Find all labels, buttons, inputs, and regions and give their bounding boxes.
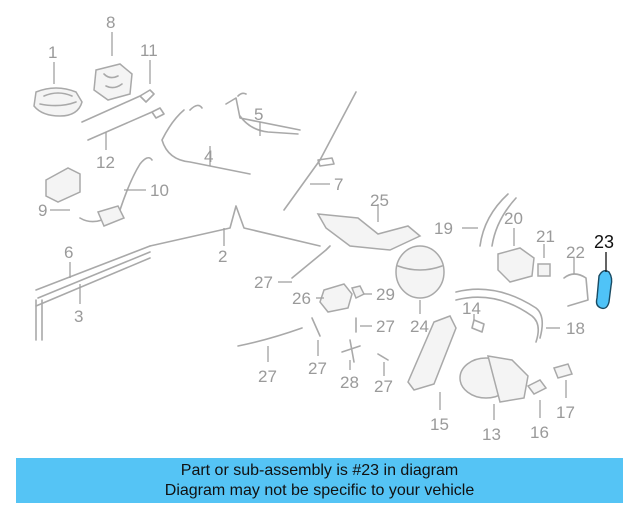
part-2: 2: [149, 205, 321, 266]
part-1: 1: [33, 43, 83, 117]
part-29: 29: [350, 285, 395, 304]
callout-1: 1: [48, 43, 57, 62]
callout-9: 9: [38, 201, 47, 220]
part-13: 13: [459, 355, 529, 444]
callout-5: 5: [254, 105, 263, 124]
callout-27-c: 27: [308, 359, 327, 378]
callout-27-a: 27: [254, 273, 273, 292]
part-18: 18: [455, 288, 585, 343]
callout-17: 17: [556, 403, 575, 422]
callout-14: 14: [462, 299, 481, 318]
part-20: 20: [497, 209, 535, 283]
callout-21: 21: [536, 227, 555, 246]
part-15: 15: [407, 315, 457, 434]
callout-26: 26: [292, 289, 311, 308]
part-5: 5: [225, 92, 301, 136]
callout-19: 19: [434, 219, 453, 238]
part-23: 23: [594, 232, 614, 310]
part-27-e: 27: [374, 353, 393, 396]
callout-8: 8: [106, 13, 115, 32]
part-17: 17: [552, 363, 575, 422]
callout-7: 7: [334, 175, 343, 194]
callout-4: 4: [204, 147, 213, 166]
banner-line-1: Part or sub-assembly is #23 in diagram: [180, 462, 459, 479]
part-4: 4: [161, 104, 251, 175]
part-27-d: 27: [355, 317, 395, 336]
callout-22: 22: [566, 243, 585, 262]
callout-27-b: 27: [258, 367, 277, 386]
callout-28: 28: [340, 373, 359, 392]
part-27-b: 27: [237, 327, 303, 386]
callout-6: 6: [64, 243, 73, 262]
part-25: 25: [316, 191, 422, 251]
part-14: 14: [462, 299, 485, 333]
callout-13: 13: [482, 425, 501, 444]
part-6: 6: [35, 243, 151, 307]
callout-20: 20: [504, 209, 523, 228]
callout-10: 10: [150, 181, 169, 200]
callout-27-d: 27: [376, 317, 395, 336]
callout-25: 25: [370, 191, 389, 210]
callout-3: 3: [74, 307, 83, 326]
callout-24: 24: [410, 317, 429, 336]
highlighted-part-23: [595, 269, 613, 310]
part-16: 16: [526, 379, 549, 442]
part-9: 9: [38, 167, 81, 220]
part-28: 28: [340, 339, 361, 392]
callout-15: 15: [430, 415, 449, 434]
part-8: 8: [93, 13, 133, 101]
part-19: 19: [434, 193, 517, 247]
part-7: 7: [283, 91, 357, 211]
part-27-a: 27: [254, 245, 331, 292]
callout-16: 16: [530, 423, 549, 442]
part-3: 3: [35, 284, 83, 341]
callout-11: 11: [140, 41, 158, 60]
part-21: 21: [536, 227, 555, 277]
part-10: 10: [79, 156, 169, 227]
callout-12: 12: [96, 153, 115, 172]
callout-23: 23: [594, 232, 614, 252]
part-27-c: 27: [308, 317, 327, 378]
callout-27-e: 27: [374, 377, 393, 396]
info-banner: Part or sub-assembly is #23 in diagram D…: [16, 458, 623, 503]
callout-18: 18: [566, 319, 585, 338]
part-11: 11: [81, 41, 158, 123]
part-24: 24: [395, 245, 445, 336]
callout-29: 29: [376, 285, 395, 304]
part-12: 12: [87, 107, 165, 172]
callout-2: 2: [218, 247, 227, 266]
banner-line-2: Diagram may not be specific to your vehi…: [164, 482, 475, 499]
part-26: 26: [292, 283, 353, 313]
part-22: 22: [563, 243, 589, 307]
